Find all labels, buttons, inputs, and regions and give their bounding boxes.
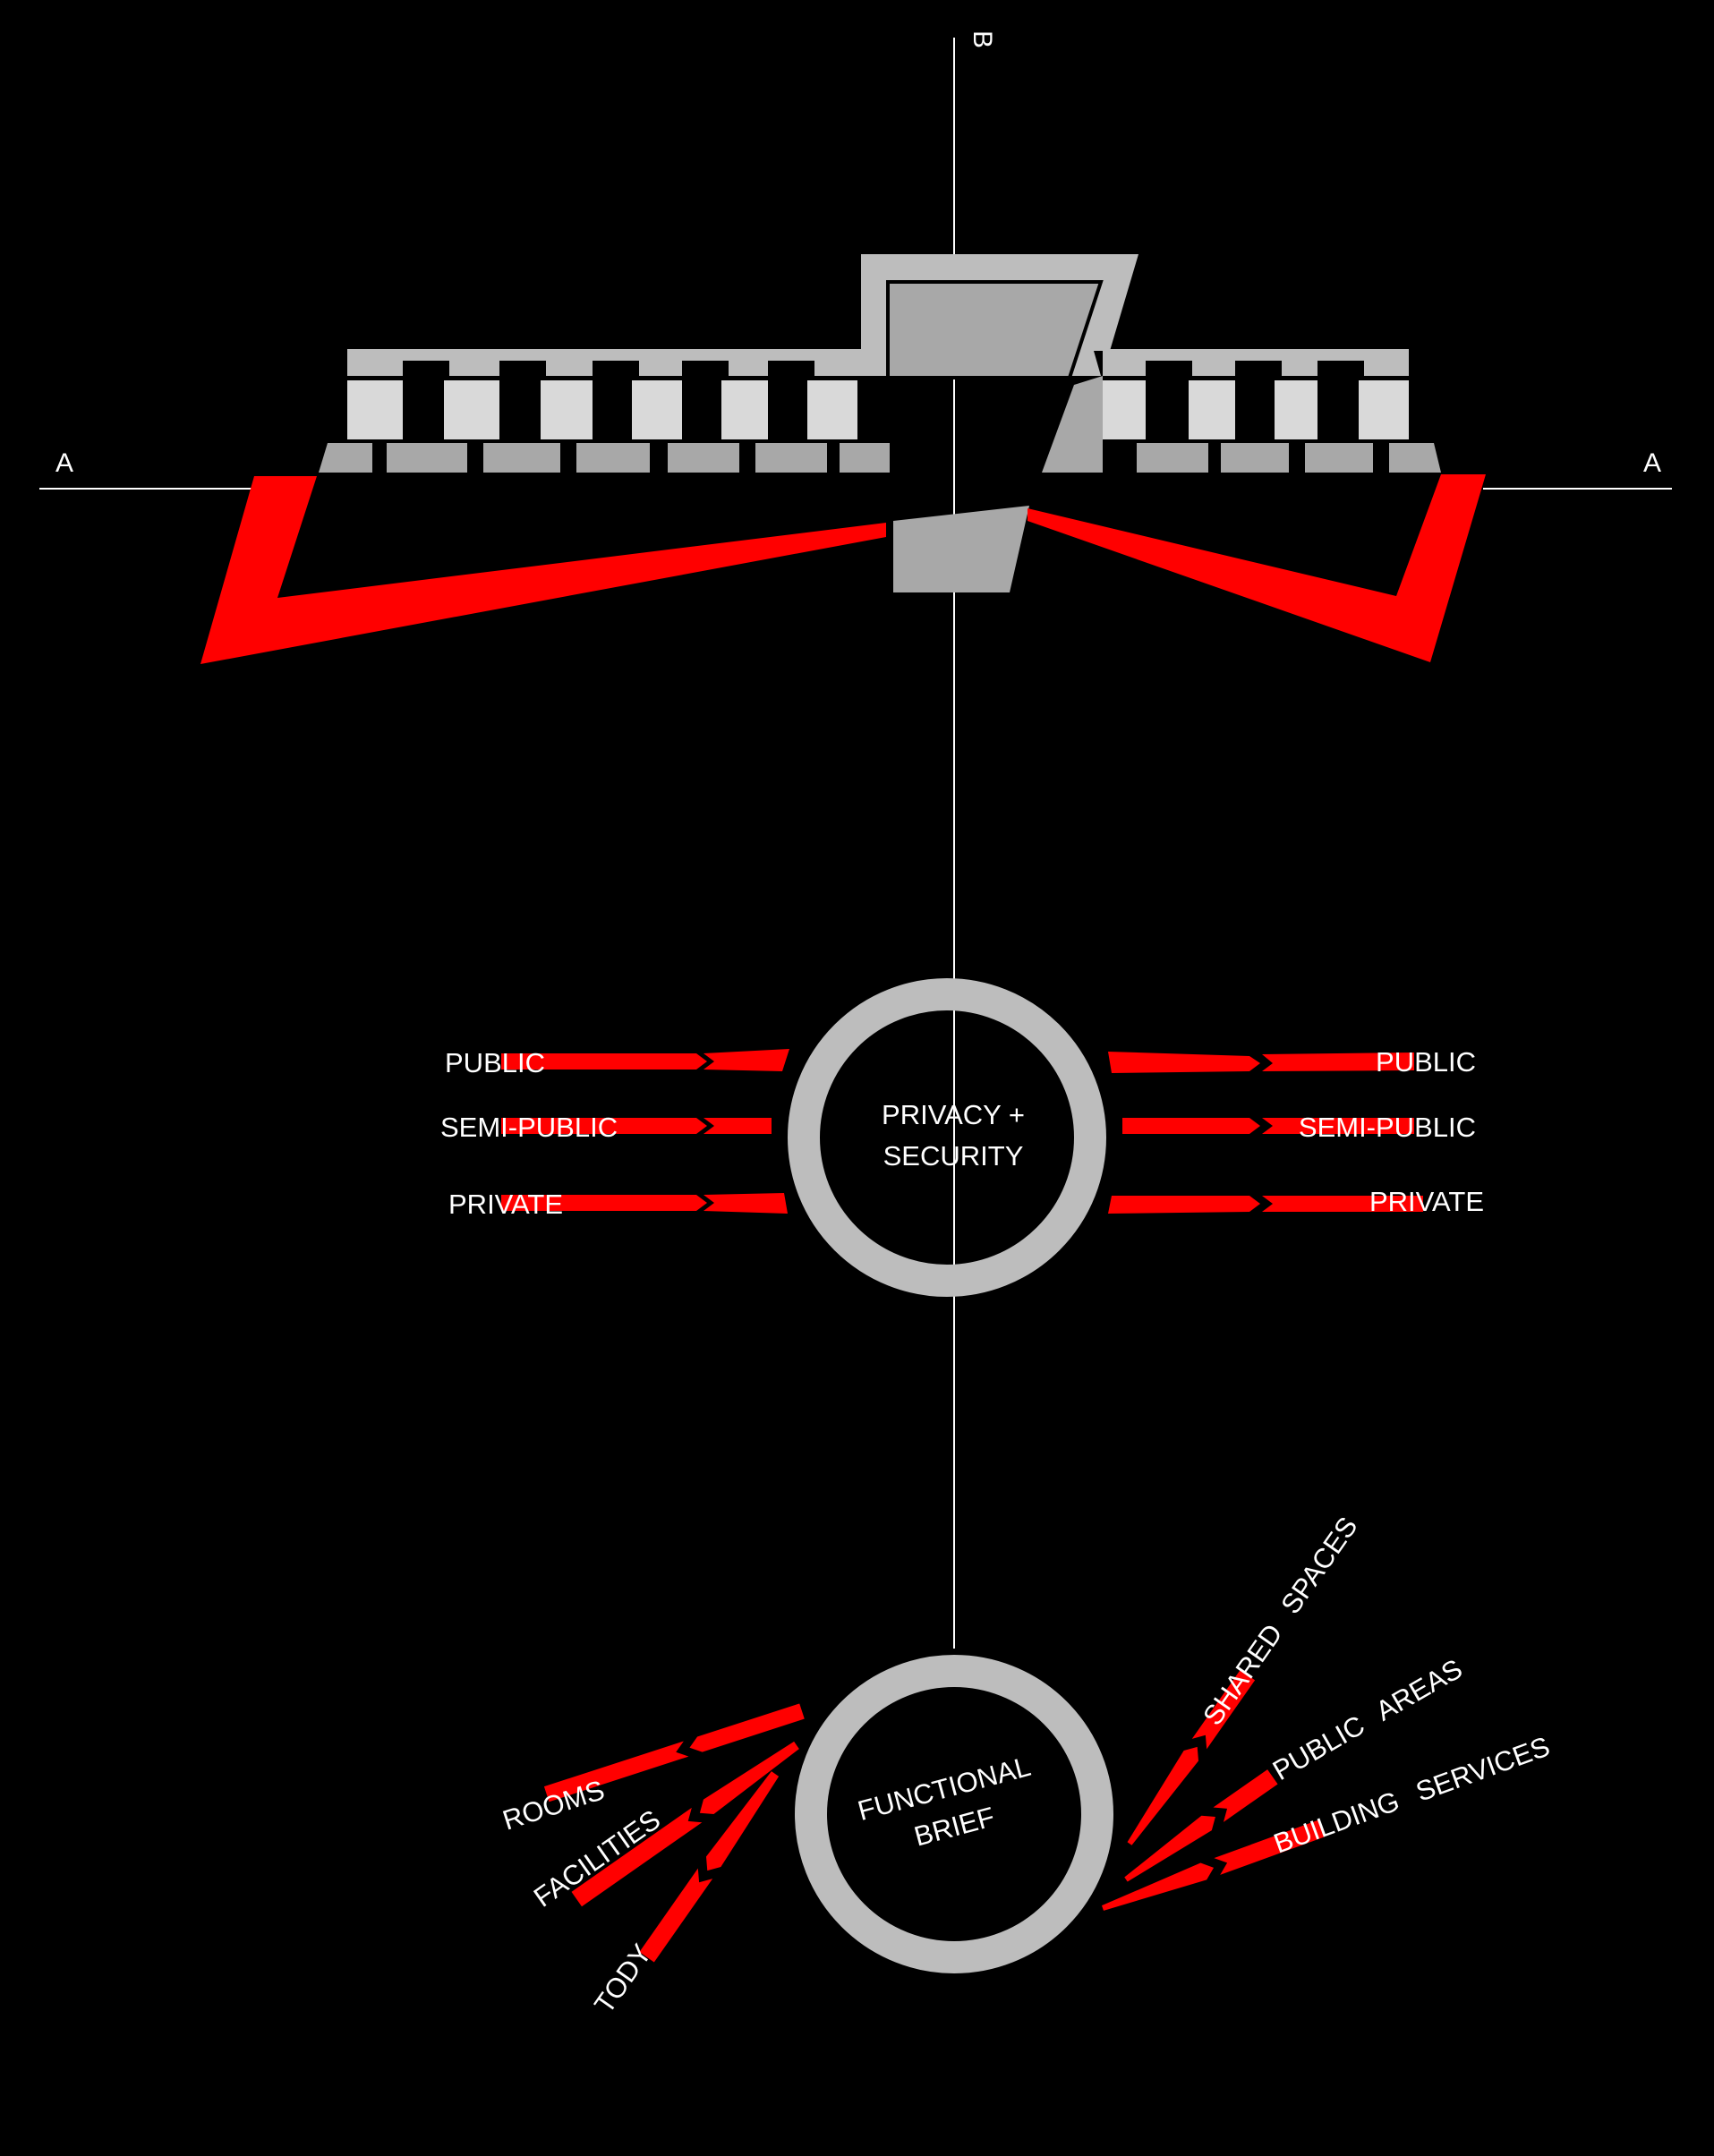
section-label-a-left: A bbox=[55, 448, 73, 478]
privacy-right-semi-public: SEMI-PUBLIC bbox=[1299, 1112, 1476, 1143]
privacy-left-arrows bbox=[501, 1049, 789, 1214]
privacy-title-line2: SECURITY bbox=[883, 1140, 1024, 1172]
functional-ring bbox=[795, 1655, 1113, 1973]
right-wing-front bbox=[1137, 443, 1441, 473]
functional-right-arrows bbox=[1101, 1669, 1325, 1911]
site-boundary-right bbox=[1028, 474, 1486, 662]
functional-left-arrows bbox=[543, 1703, 805, 1963]
section-label-a-right: A bbox=[1643, 448, 1661, 478]
left-wing-front bbox=[319, 443, 890, 473]
privacy-right-arrows bbox=[1108, 1052, 1423, 1214]
privacy-right-private: PRIVATE bbox=[1369, 1186, 1484, 1217]
building-plan bbox=[200, 254, 1486, 664]
site-boundary-left bbox=[200, 476, 886, 664]
privacy-left-semi-public: SEMI-PUBLIC bbox=[440, 1112, 618, 1143]
section-label-b: B bbox=[968, 30, 997, 48]
left-wing-rooms bbox=[347, 361, 913, 443]
right-wing-rooms bbox=[1103, 361, 1409, 441]
privacy-left-private: PRIVATE bbox=[448, 1189, 563, 1220]
entrance-block bbox=[893, 506, 1029, 592]
privacy-title-line1: PRIVACY + bbox=[882, 1099, 1025, 1130]
privacy-left-public: PUBLIC bbox=[445, 1047, 545, 1078]
privacy-right-public: PUBLIC bbox=[1376, 1046, 1476, 1078]
privacy-ring bbox=[788, 978, 1106, 1297]
central-hall bbox=[886, 280, 1104, 379]
privacy-security-hub: PRIVACY + SECURITY PUBLIC SEMI-PUBLIC PR… bbox=[440, 978, 1484, 1297]
right-wing-ramp bbox=[1042, 376, 1103, 473]
